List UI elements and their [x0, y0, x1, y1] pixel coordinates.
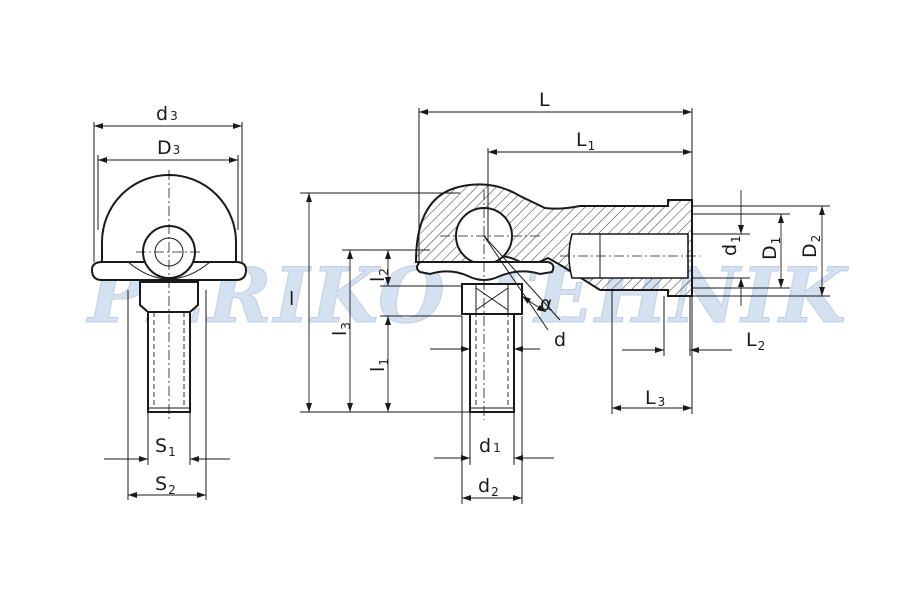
- front-view: [90, 170, 248, 420]
- label-l3: l3: [329, 322, 353, 336]
- label-d2: d2: [478, 475, 499, 499]
- label-alpha: α: [540, 293, 553, 315]
- side-view: [414, 183, 700, 420]
- label-S1: S1: [155, 435, 176, 459]
- label-l2: l2: [367, 268, 391, 282]
- label-D1: D1: [759, 237, 783, 260]
- side-stud-thread: [469, 311, 515, 413]
- front-housing: [101, 174, 237, 263]
- front-view-dimensions: [93, 122, 243, 500]
- label-L: L: [539, 89, 550, 111]
- label-l1: l1: [367, 358, 391, 372]
- side-view-dimensions: [300, 108, 830, 504]
- label-d1-right: d1: [719, 235, 743, 256]
- label-S2: S2: [155, 473, 176, 497]
- label-L2: L2: [746, 329, 765, 353]
- side-brim: [416, 261, 555, 281]
- label-D3: D3: [157, 137, 180, 159]
- label-l: l: [289, 288, 294, 310]
- label-L1: L1: [576, 129, 595, 153]
- label-d: d: [554, 329, 566, 351]
- label-D2: D2: [799, 235, 823, 258]
